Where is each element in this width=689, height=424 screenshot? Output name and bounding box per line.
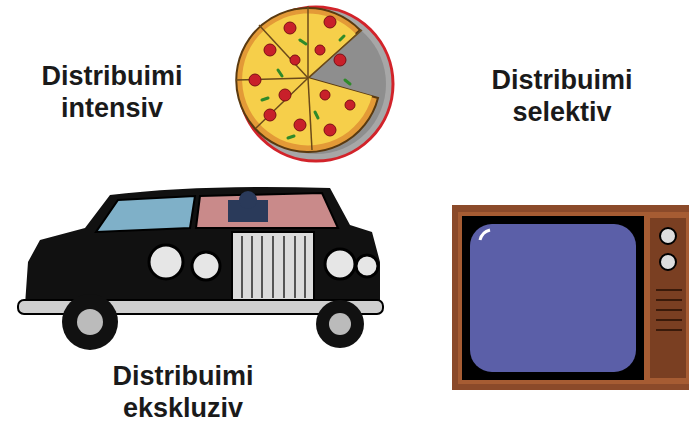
category-label: Distribuimi selektiv <box>462 64 662 129</box>
pizza-illustration <box>236 6 393 161</box>
category-label: Distribuimi intensiv <box>12 60 212 125</box>
car-illustration <box>18 187 383 350</box>
tv-illustration <box>452 205 689 390</box>
category-label: Distribuimi ekskluziv <box>68 360 298 424</box>
